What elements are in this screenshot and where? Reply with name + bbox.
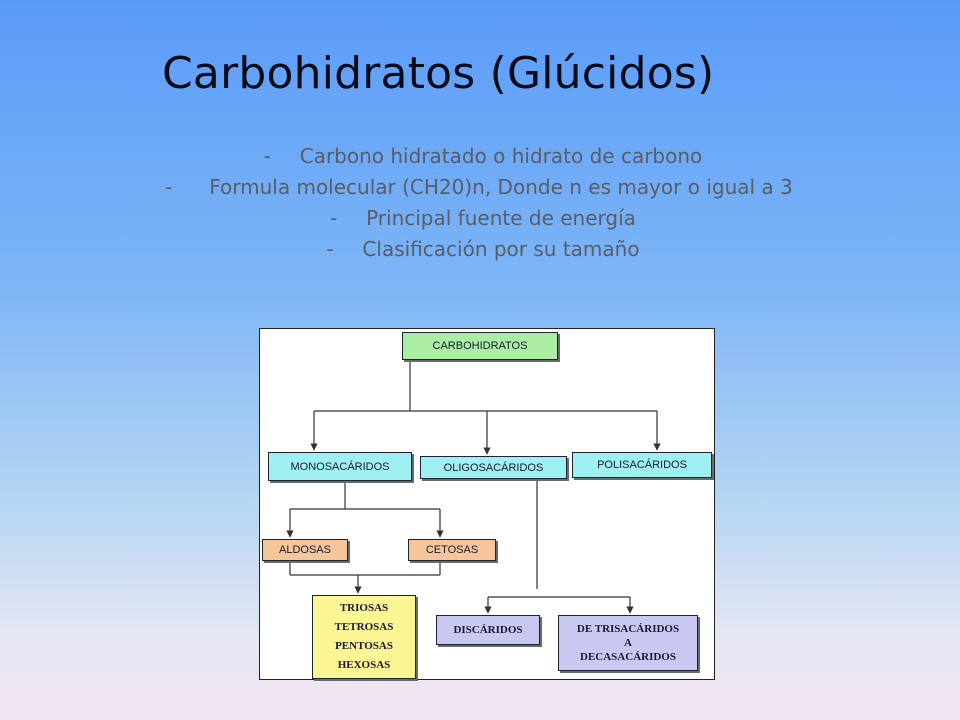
tetrosas-label: TETROSAS — [334, 621, 394, 633]
oligosacaridos-box: OLIGOSACÁRIDOS — [420, 456, 567, 479]
classification-diagram: CARBOHIDRATOS MONOSACÁRIDOS OLIGOSACÁRID… — [259, 328, 715, 680]
bullet-marker: - — [263, 144, 271, 168]
slide-title: Carbohidratos (Glúcidos) — [162, 48, 715, 99]
bullet-marker: - — [326, 237, 334, 261]
bullet-text: Clasificación por su tamaño — [362, 237, 640, 261]
bullet-text: Principal fuente de energía — [366, 206, 636, 230]
bullet-list: - Carbono hidratado o hidrato de carbono… — [130, 145, 830, 261]
bullet-item: - Principal fuente de energía — [130, 207, 830, 230]
bullet-item: - Formula molecular (CH20)n, Donde n es … — [130, 176, 830, 199]
trisacaridos-line-1: DE TRISACÁRIDOS — [576, 623, 680, 635]
trisacaridos-line-2: A — [624, 637, 632, 649]
root-box: CARBOHIDRATOS — [402, 332, 558, 360]
bullet-text: Formula molecular (CH20)n, Donde n es ma… — [209, 175, 793, 199]
polisacaridos-box: POLISACÁRIDOS — [572, 452, 712, 478]
bullet-item: - Carbono hidratado o hidrato de carbono — [130, 145, 830, 168]
aldosas-children-box: TRIOSAS TETROSAS PENTOSAS HEXOSAS — [312, 595, 416, 679]
aldosas-box: ALDOSAS — [262, 539, 348, 561]
pentosas-label: PENTOSAS — [335, 640, 393, 652]
monosacaridos-box: MONOSACÁRIDOS — [268, 452, 412, 481]
bullet-item: - Clasificación por su tamaño — [130, 238, 830, 261]
discaridos-box: DISCÁRIDOS — [436, 615, 540, 645]
trisacaridos-box: DE TRISACÁRIDOS A DECASACÁRIDOS — [558, 615, 698, 671]
bullet-marker: - — [330, 206, 338, 230]
bullet-text: Carbono hidratado o hidrato de carbono — [299, 144, 703, 168]
bullet-marker: - — [165, 175, 173, 199]
triosas-label: TRIOSAS — [339, 602, 389, 614]
trisacaridos-line-3: DECASACÁRIDOS — [580, 651, 676, 663]
hexosas-label: HEXOSAS — [337, 659, 391, 671]
cetosas-box: CETOSAS — [408, 539, 496, 561]
diagram-connectors — [286, 360, 661, 614]
